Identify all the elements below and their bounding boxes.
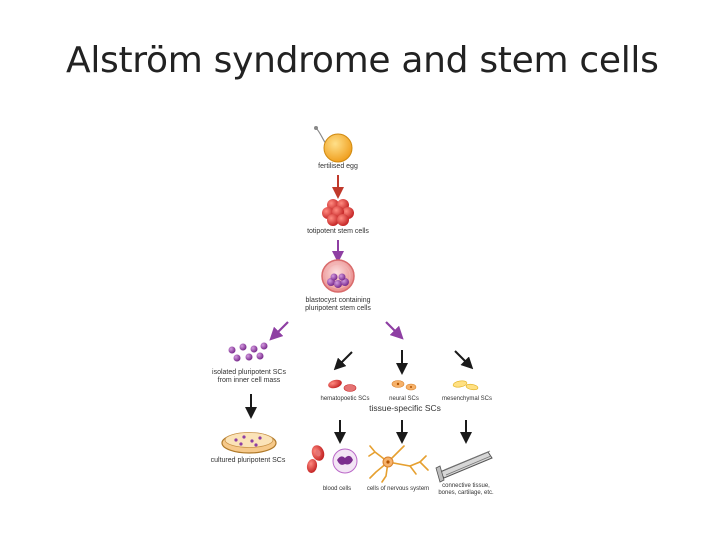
label-cultured-pluripotent: cultured pluripotent SCs [210,457,286,464]
arrow-blastocyst-to-isolated [269,321,289,341]
label-isolated-line2: from inner cell mass [217,377,281,384]
mesenchymal-sc-icon [452,380,479,391]
label-blastocyst-line1: blastocyst containing [305,297,371,304]
neural-sc-icon [391,380,417,391]
label-mesenchymal-sc: mesenchymal SCs [441,396,493,402]
label-fertilised-egg: fertilised egg [318,163,358,170]
label-hematopoietic-sc: hematopoetic SCs [320,396,370,402]
label-connective-line1: connective tissue, [442,483,490,489]
culture-dish-icon [221,432,277,454]
blastocyst-icon [321,259,355,293]
arrow-to-hematopoietic [333,351,353,371]
isolated-pluripotent-cells-icon [228,342,268,362]
label-connective-line2: bones, cartilage, etc. [438,490,494,496]
label-tissue-specific-sc: tissue-specific SCs [369,403,441,413]
label-nervous-system-cells: cells of nervous system [366,486,430,492]
neuron-icon [368,445,429,483]
totipotent-cells-icon [322,199,354,226]
slide-title: Alström syndrome and stem cells [66,40,659,81]
fertilised-egg-icon [314,126,353,163]
blood-cells-icon [306,445,358,474]
label-blood-cells: blood cells [322,486,352,492]
label-totipotent-stem-cells: totipotent stem cells [307,228,369,235]
label-neural-sc: neural SCs [389,396,419,402]
connective-tissue-icon [435,450,493,483]
label-blastocyst-line2: pluripotent stem cells [305,305,371,312]
label-isolated-line1: isolated pluripotent SCs [212,369,286,376]
arrow-to-mesenchymal [454,350,474,370]
arrow-blastocyst-to-tissue [385,321,404,340]
hematopoietic-sc-icon [328,379,357,392]
